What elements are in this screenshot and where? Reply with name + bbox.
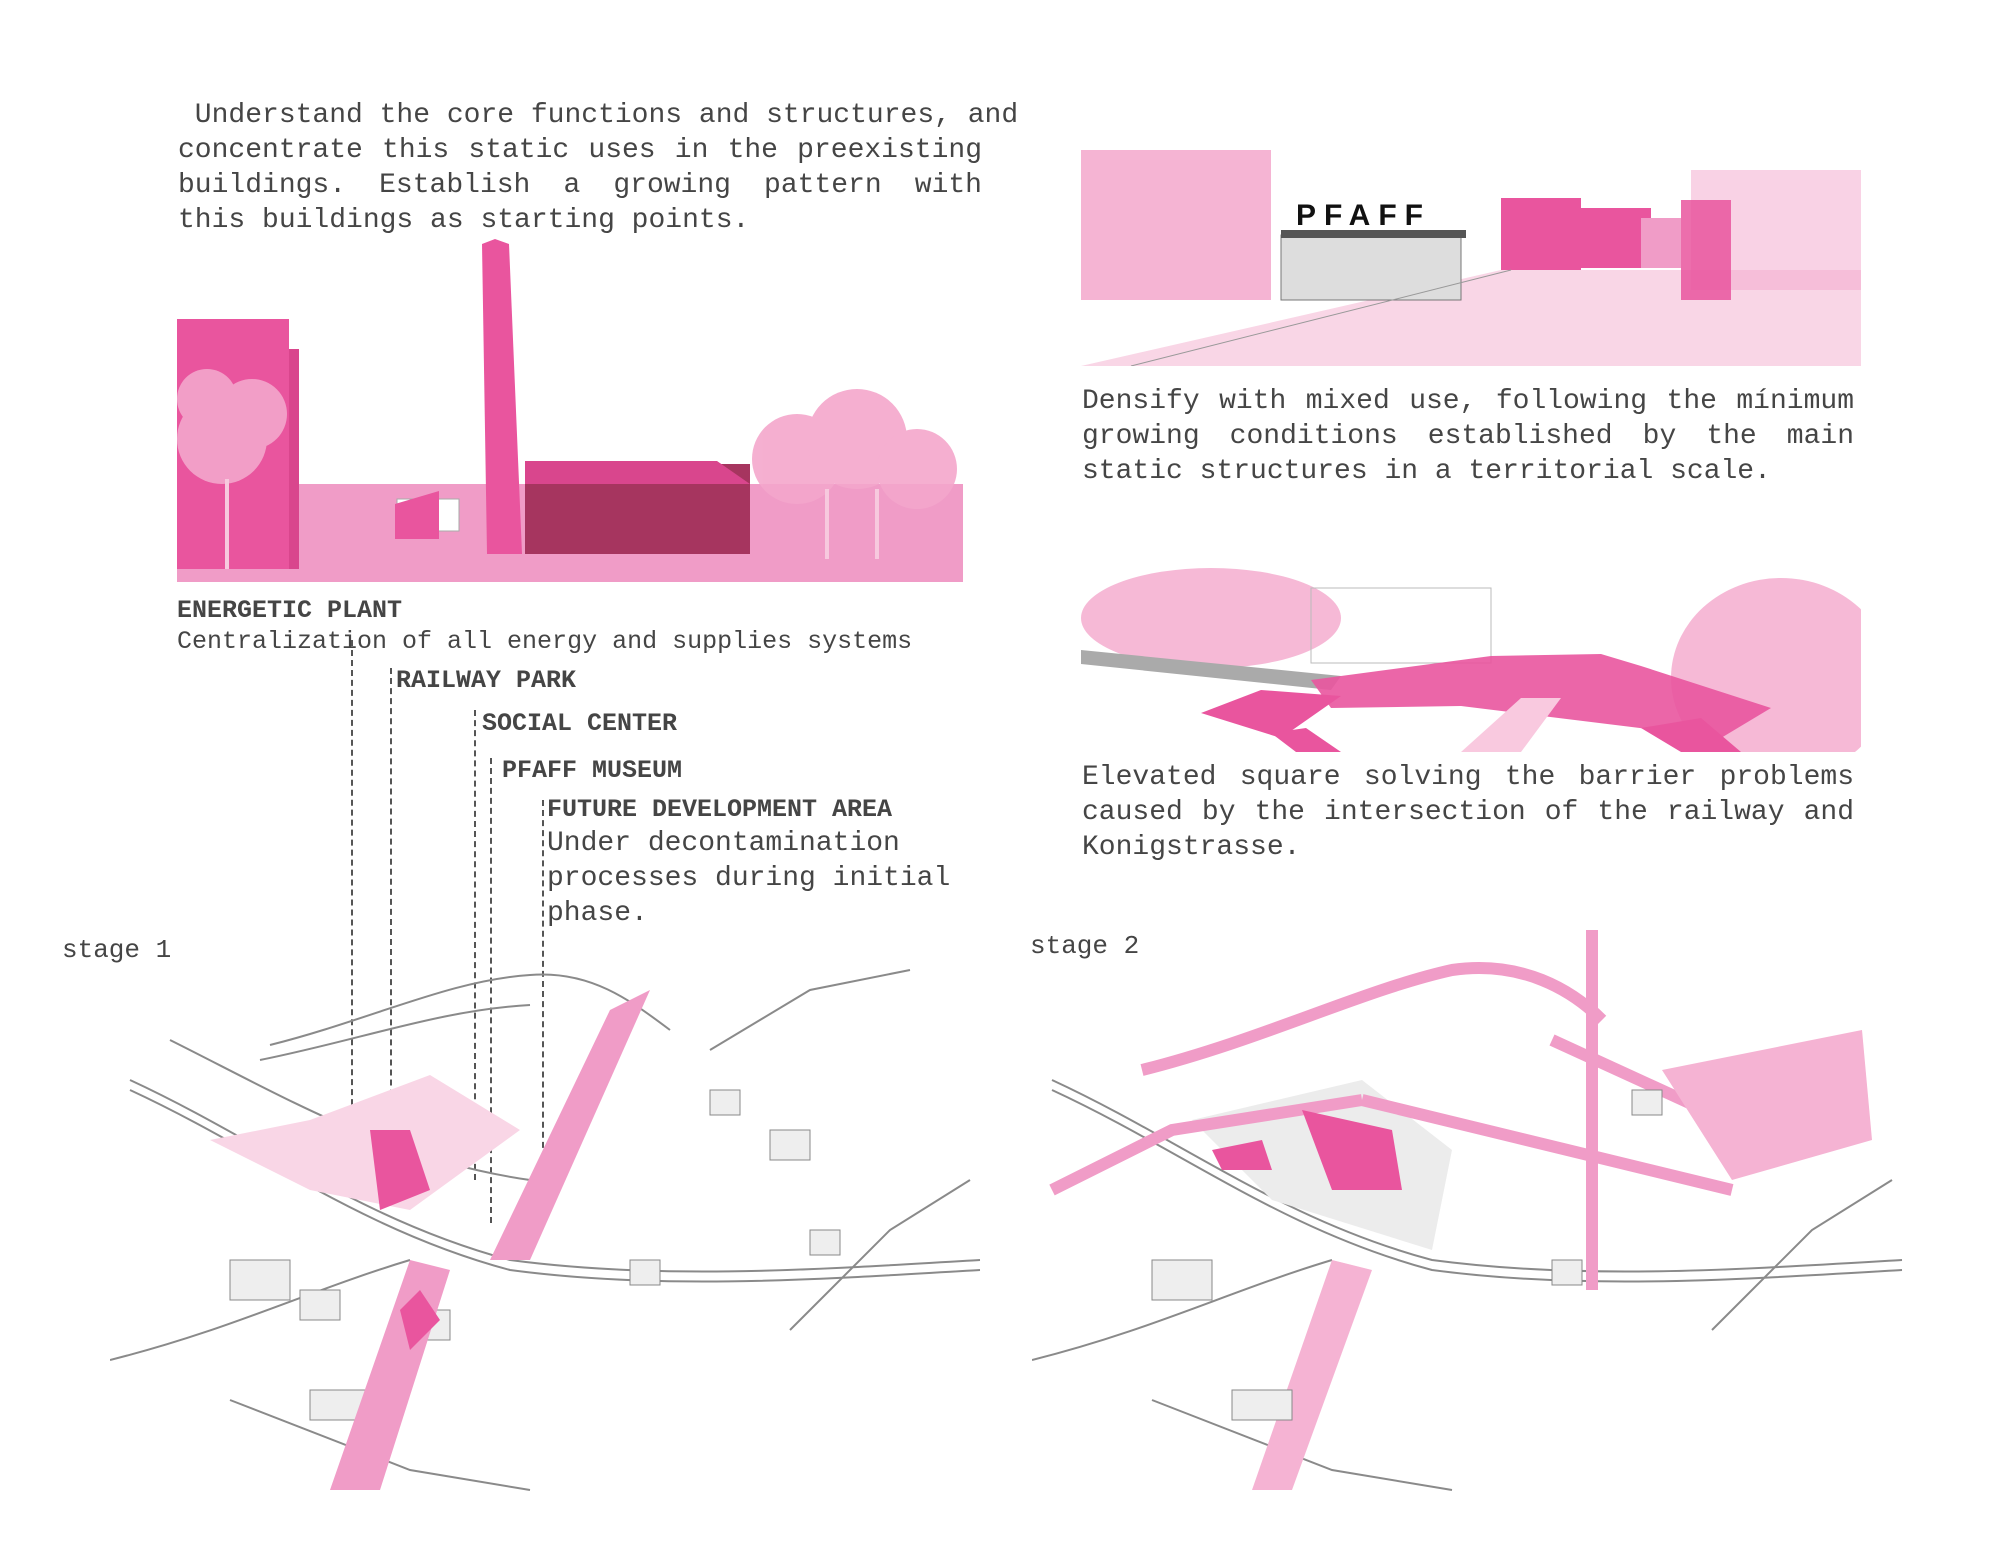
- intro-line: buildings. Establish a growing pattern w…: [178, 170, 982, 201]
- label-social-center: SOCIAL CENTER: [482, 709, 678, 738]
- pfaff-sign: PFAFF: [1296, 199, 1431, 232]
- energetic-plant-description: Centralization of all energy and supplie…: [177, 627, 913, 656]
- elevated-line: Konigstrasse.: [1082, 832, 1301, 863]
- energetic-plant-render: [177, 239, 963, 582]
- intro-line: Understand the core functions and struct…: [178, 100, 1019, 131]
- stage-2-map: [1032, 930, 1903, 1491]
- future-development-description: Under decontamination processes during i…: [547, 826, 950, 931]
- densify-line: growing conditions established by the ma…: [1082, 421, 1854, 452]
- intro-line: this buildings as starting points.: [178, 205, 750, 236]
- label-future-development: FUTURE DEVELOPMENT AREA: [547, 795, 893, 824]
- elevated-line: Elevated square solving the barrier prob…: [1082, 762, 1854, 793]
- label-railway-park: RAILWAY PARK: [396, 666, 577, 695]
- densify-line: Densify with mixed use, following the mí…: [1082, 386, 1854, 417]
- pfaff-street-render: PFAFF: [1081, 150, 1861, 366]
- stage-1-label: stage 1: [62, 935, 172, 965]
- elevated-square-render: [1081, 568, 1861, 752]
- desc-line: Under decontamination: [547, 828, 900, 859]
- desc-line: phase.: [547, 898, 648, 929]
- leader-line-railway-park: [390, 668, 392, 1206]
- leader-line-future-development: [542, 800, 544, 1178]
- intro-line: concentrate this static uses in the pree…: [178, 135, 982, 166]
- label-pfaff-museum: PFAFF MUSEUM: [502, 756, 683, 785]
- densify-paragraph: Densify with mixed use, following the mí…: [1082, 384, 1854, 489]
- leader-line-pfaff-museum: [490, 758, 492, 1223]
- stage-1-map: [110, 969, 981, 1491]
- leader-line-energetic-plant: [351, 640, 353, 1175]
- densify-line: static structures in a territorial scale…: [1082, 456, 1771, 487]
- label-energetic-plant: ENERGETIC PLANT: [177, 596, 403, 625]
- leader-line-social-center: [474, 710, 476, 1180]
- elevated-line: caused by the intersection of the railwa…: [1082, 797, 1854, 828]
- intro-paragraph: Understand the core functions and struct…: [178, 98, 1019, 238]
- desc-line: processes during initial: [547, 863, 951, 894]
- stage-2-label: stage 2: [1030, 931, 1140, 961]
- elevated-paragraph: Elevated square solving the barrier prob…: [1082, 760, 1854, 865]
